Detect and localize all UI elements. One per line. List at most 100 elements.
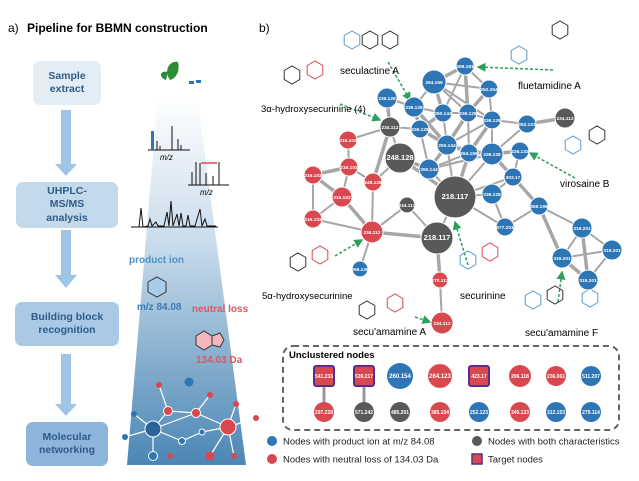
network-node[interactable] (303, 165, 323, 185)
network-node[interactable] (351, 260, 369, 278)
legend-label: Nodes with neutral loss of 134.03 Da (283, 455, 439, 466)
network-node-label: 216.102 (339, 138, 357, 144)
network-node[interactable] (431, 271, 449, 289)
unclustered-node[interactable] (428, 364, 452, 388)
network-node[interactable] (398, 196, 416, 214)
network-node[interactable] (551, 247, 573, 269)
network-node[interactable] (420, 221, 454, 255)
network-node[interactable] (433, 103, 453, 123)
network-node[interactable] (379, 116, 401, 138)
unclustered-node[interactable] (430, 402, 450, 422)
unclustered-node-label: 264.123 (429, 374, 451, 380)
network-node[interactable] (601, 239, 623, 261)
unclustered-node[interactable] (387, 363, 413, 389)
legend-label: Target nodes (488, 455, 543, 466)
network-node-label: 216.102 (304, 173, 322, 179)
network-node[interactable] (480, 142, 504, 166)
network-node[interactable] (384, 142, 416, 174)
network-node[interactable] (482, 110, 502, 130)
network-node-label: 218.117 (442, 192, 469, 201)
network-node[interactable] (403, 96, 425, 118)
unclustered-node[interactable] (509, 365, 531, 387)
lactone-icon (195, 330, 225, 351)
unclustered-node[interactable] (546, 366, 566, 386)
chemical-structure (306, 60, 324, 80)
panel-a-letter: a) (8, 21, 19, 35)
unclustered-node[interactable] (314, 402, 334, 422)
chemical-structure (358, 300, 376, 320)
target-node[interactable] (313, 365, 335, 387)
target-node[interactable] (353, 365, 375, 387)
network-node-label: 248.128 (386, 153, 413, 162)
network-node[interactable] (410, 119, 430, 139)
unclustered-node-label: 236.061 (547, 374, 565, 380)
unclustered-node[interactable] (581, 366, 601, 386)
unclustered-node[interactable] (581, 402, 601, 422)
network-node-label: 236.128 (483, 118, 501, 124)
network-node-label: 226.133 (511, 149, 529, 155)
compound-securinine: securinine (460, 291, 506, 302)
network-node-label: 236.128 (378, 96, 396, 102)
network-node[interactable] (517, 114, 537, 134)
annotation-arrow (334, 239, 364, 257)
network-node[interactable] (459, 143, 479, 163)
network-node[interactable] (338, 130, 358, 150)
network-node[interactable] (495, 217, 515, 237)
unclustered-node[interactable] (510, 402, 530, 422)
network-node[interactable] (360, 220, 384, 244)
annotation-arrow (556, 270, 566, 303)
compound-virosaine-b: virosaine B (560, 179, 610, 190)
network-node[interactable] (421, 69, 447, 95)
unclustered-node-label: 485.201 (391, 410, 409, 416)
compound-fluetamidine-a: fluetamidine A (518, 81, 581, 92)
unclustered-node[interactable] (469, 402, 489, 422)
network-node[interactable] (577, 269, 599, 291)
network-node[interactable] (436, 134, 458, 156)
network-node[interactable] (455, 56, 475, 76)
unclustered-node[interactable] (390, 402, 410, 422)
chemical-structure (510, 45, 528, 65)
network-node[interactable] (529, 196, 549, 216)
unclustered-node-label: 206.118 (511, 374, 529, 380)
annotation-arrow (387, 61, 411, 102)
network-node[interactable] (376, 87, 398, 109)
compound-secuamamine-f: secu'amamine F (525, 328, 599, 339)
unclustered-node[interactable] (354, 402, 374, 422)
step-building-block-recognition: Building block recognition (15, 302, 119, 346)
network-node[interactable] (479, 79, 499, 99)
network-node[interactable] (430, 311, 454, 335)
network-node[interactable] (571, 217, 593, 239)
unclustered-node[interactable] (546, 402, 566, 422)
unclustered-node-label: 312.153 (547, 410, 565, 416)
panel-b-letter: b) (259, 21, 270, 35)
network-node[interactable] (363, 172, 383, 192)
legend-target-swatch (471, 453, 483, 465)
unclustered-node-label: 260.154 (389, 374, 411, 380)
network-node[interactable] (458, 103, 478, 123)
network-node[interactable] (339, 157, 359, 177)
network-node[interactable] (418, 158, 440, 180)
network-node-label: 234.112 (433, 321, 450, 327)
annotation-arrow (452, 220, 469, 266)
network-node[interactable] (554, 107, 576, 129)
chromatogram (131, 200, 216, 228)
unclustered-node-label: 297.228 (315, 410, 333, 416)
target-node[interactable] (468, 365, 490, 387)
network-node[interactable] (503, 167, 523, 187)
network-node[interactable] (331, 186, 353, 208)
network-node-label: 252.123 (518, 122, 536, 128)
spectrum-2 (188, 162, 229, 186)
compound-seculactine-a: seculactine A (340, 66, 399, 77)
chemical-structure (343, 30, 361, 50)
network-node-label: 236.128 (405, 105, 423, 111)
flow-arrows (55, 110, 77, 416)
compound-3a-hydroxysecurinine: 3α-hydroxysecurinine (4) (261, 104, 366, 115)
chemical-structure (588, 125, 606, 145)
network-node[interactable] (481, 183, 503, 205)
network-node[interactable] (510, 141, 530, 161)
network-node[interactable] (303, 209, 323, 229)
step-molecular-networking: Molecular networking (26, 422, 108, 466)
unclustered-node-label: 349.123 (511, 410, 529, 416)
network-node[interactable] (433, 175, 477, 219)
